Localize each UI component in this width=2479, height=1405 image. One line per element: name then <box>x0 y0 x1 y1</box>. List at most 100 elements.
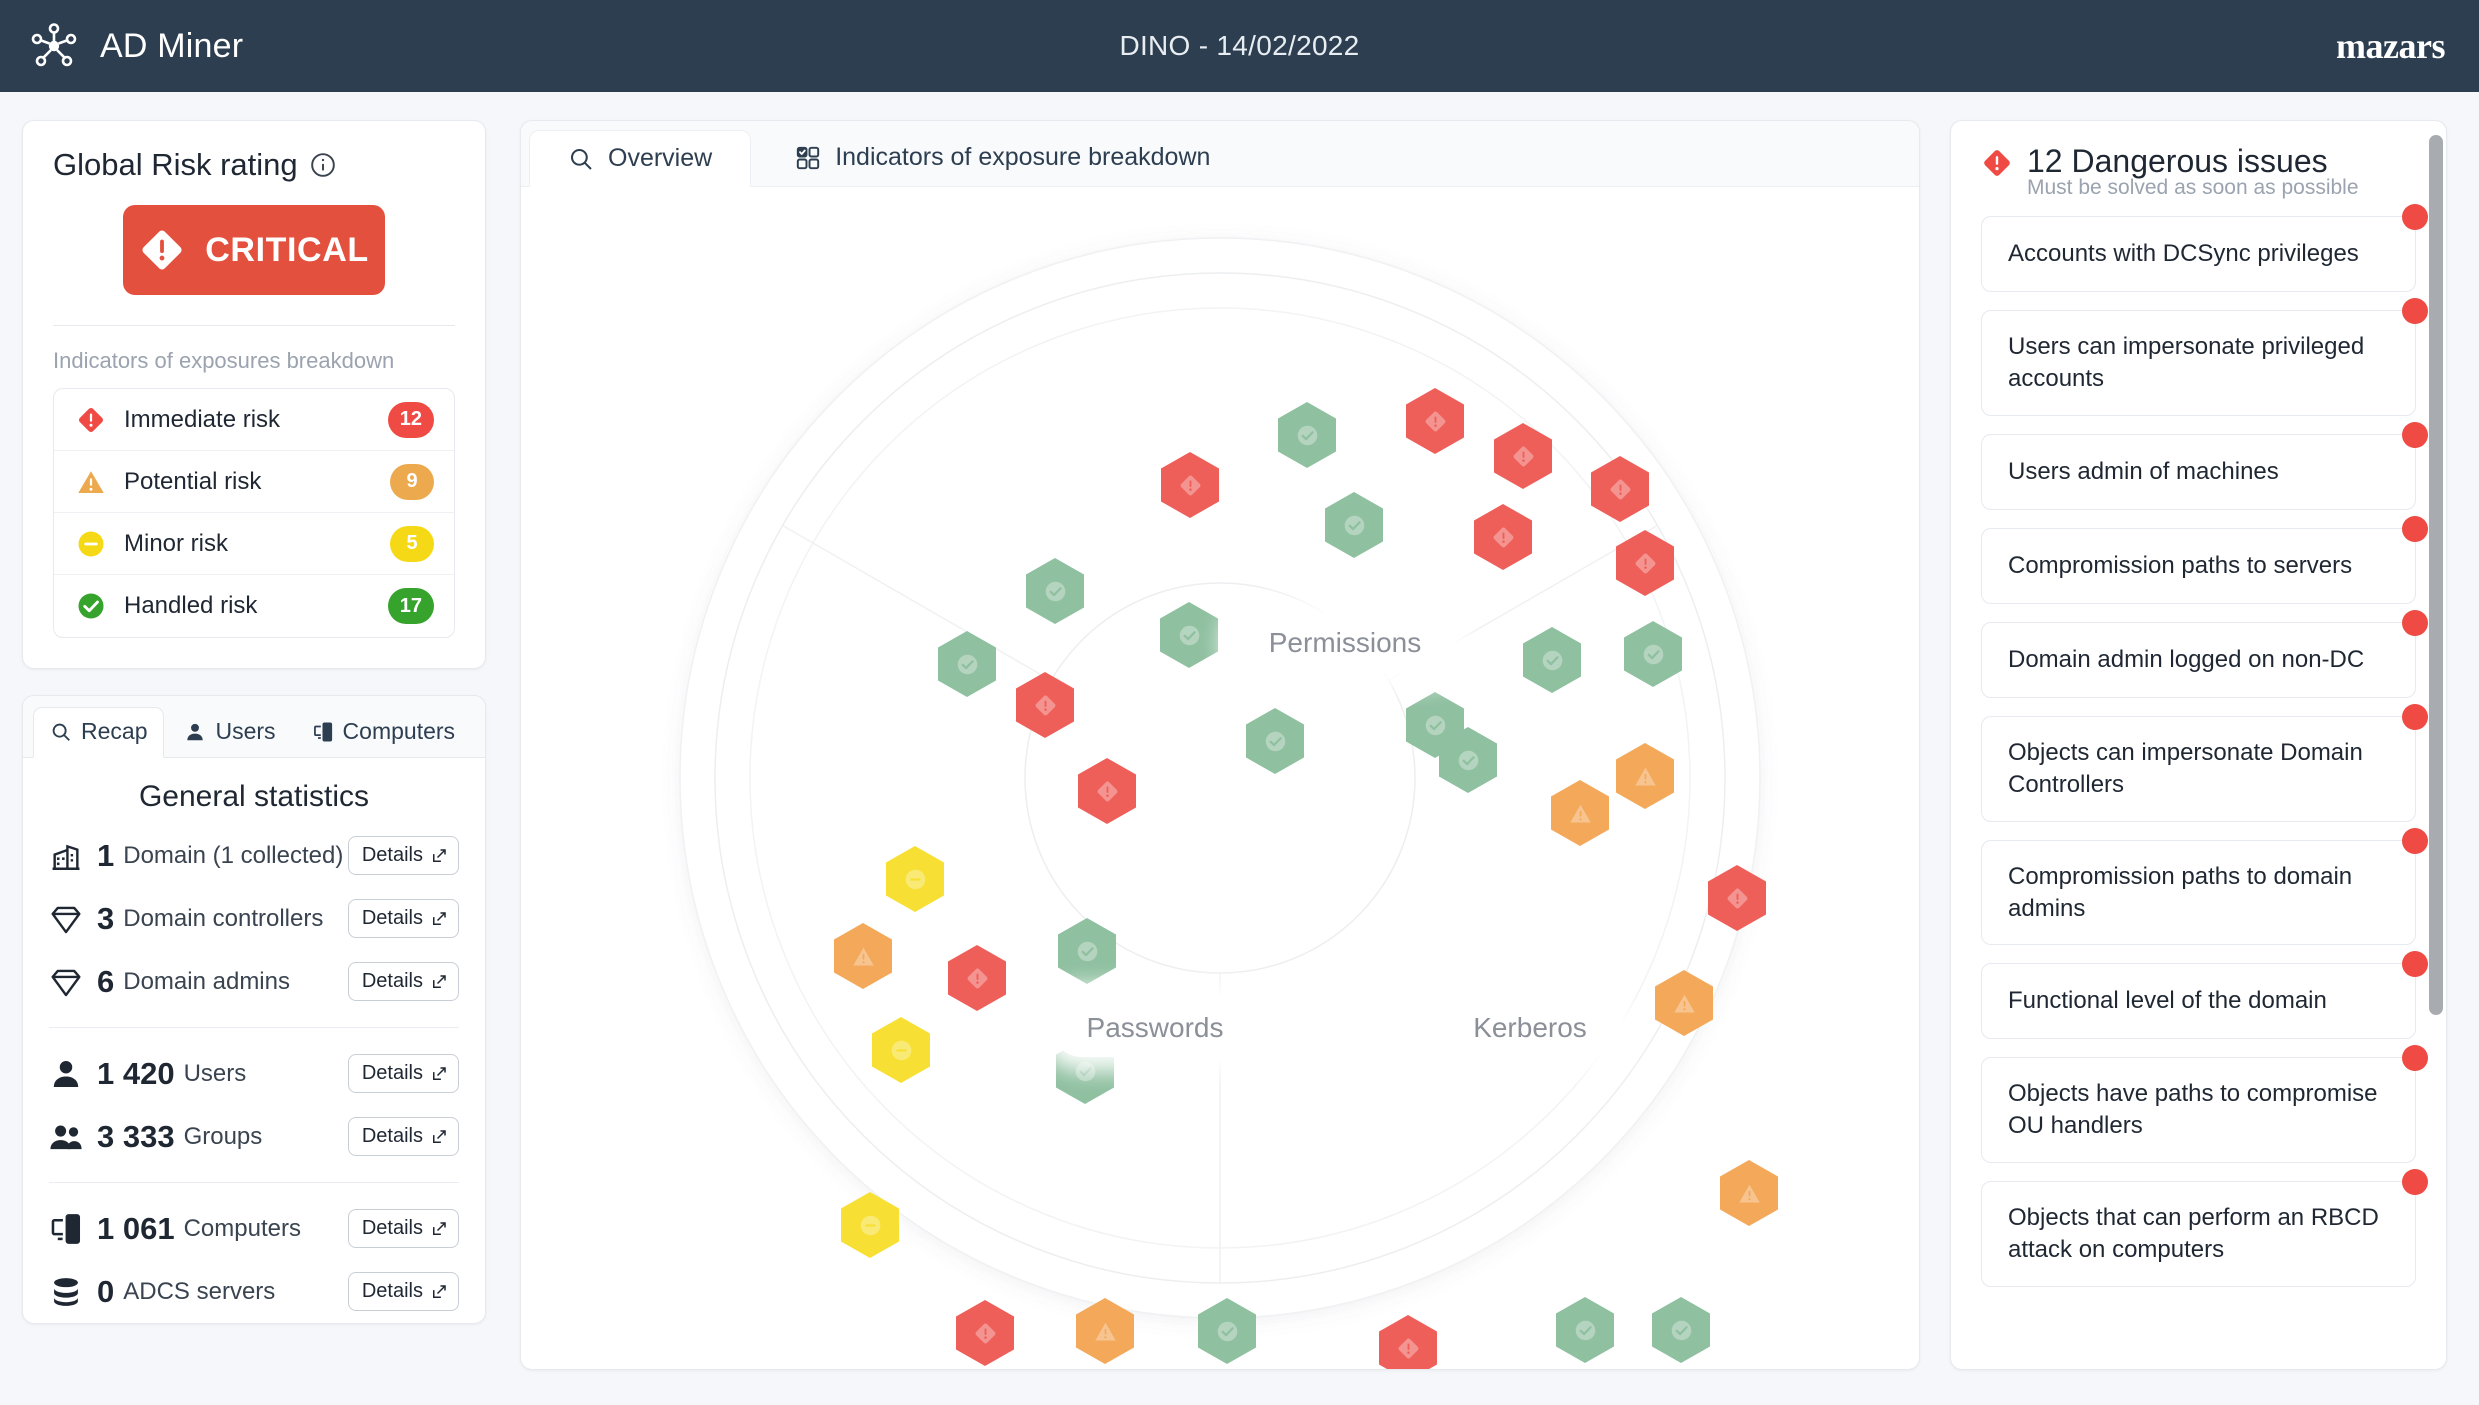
diamond-icon <box>49 965 83 999</box>
exposure-hex-handled[interactable] <box>938 631 996 697</box>
global-risk-label: CRITICAL <box>205 230 369 269</box>
exposure-hex-immediate[interactable] <box>956 1300 1014 1366</box>
issue-label: Compromission paths to servers <box>2008 551 2353 579</box>
potential-status-icon <box>1672 991 1697 1016</box>
risk-label: Immediate risk <box>124 405 281 433</box>
details-button[interactable]: Details <box>347 836 459 875</box>
tab-overview[interactable]: Overview <box>529 130 752 187</box>
issue-severity-dot <box>2402 204 2428 230</box>
issue-item[interactable]: Objects that can perform an RBCD attack … <box>1981 1169 2428 1288</box>
risk-title-row: Global Risk rating <box>53 147 455 183</box>
handled-status-icon <box>1423 713 1448 738</box>
main-tabs: Overview Indicators of exposure breakdow… <box>521 121 1919 187</box>
details-button[interactable]: Details <box>347 1209 459 1248</box>
issue-item[interactable]: Objects have paths to compromise OU hand… <box>1981 1045 2428 1164</box>
stat-value: 1 420 <box>97 1055 175 1091</box>
stat-value: 1 061 <box>97 1210 175 1246</box>
app-header: AD Miner DINO - 14/02/2022 mazars <box>0 0 2479 92</box>
details-button[interactable]: Details <box>347 962 459 1001</box>
tab-label: Overview <box>608 144 713 172</box>
potential-status-icon <box>851 944 876 969</box>
tab-computers[interactable]: Computers <box>296 707 471 758</box>
details-button[interactable]: Details <box>347 1117 459 1156</box>
immediate-status-icon <box>965 966 990 991</box>
sector-label-passwords[interactable]: Passwords <box>1052 999 1258 1057</box>
tab-indicators-breakdown[interactable]: Indicators of exposure breakdown <box>757 129 1248 186</box>
sector-label-permissions[interactable]: Permissions <box>1234 614 1456 672</box>
minor-status-icon <box>903 867 928 892</box>
issue-severity-dot <box>2402 609 2428 636</box>
external-link-icon <box>430 1220 448 1238</box>
risk-count-badge: 12 <box>387 401 434 438</box>
details-label: Details <box>361 1280 423 1302</box>
potential-status-icon <box>1568 801 1593 826</box>
exposure-hex-minor[interactable] <box>841 1192 899 1258</box>
issue-severity-dot <box>2402 1045 2428 1072</box>
details-button[interactable]: Details <box>347 1054 459 1093</box>
issue-label: Domain admin logged on non-DC <box>2008 645 2365 673</box>
external-link-icon <box>430 973 448 991</box>
search-icon <box>568 146 594 172</box>
issue-item[interactable]: Users can impersonate privileged account… <box>1981 298 2428 416</box>
risk-row-minor[interactable]: Minor risk 5 <box>54 513 454 575</box>
issue-item[interactable]: Objects can impersonate Domain Controlle… <box>1981 703 2428 822</box>
stat-label: Domain controllers <box>123 904 324 932</box>
issue-label: Compromission paths to domain admins <box>2008 862 2353 922</box>
details-label: Details <box>361 844 423 866</box>
immediate-status-icon <box>1725 886 1750 911</box>
risk-row-immediate[interactable]: Immediate risk 12 <box>54 389 454 451</box>
divider <box>49 1027 459 1028</box>
tab-users[interactable]: Users <box>168 707 291 758</box>
immediate-status-icon <box>1491 525 1516 550</box>
brand[interactable]: AD Miner <box>0 22 243 70</box>
external-link-icon <box>430 1283 448 1301</box>
risk-panel-title: Global Risk rating <box>53 147 298 182</box>
handled-status-icon <box>1641 642 1666 667</box>
issues-scrollbar[interactable] <box>2429 135 2443 1257</box>
users-icon <box>49 1120 83 1154</box>
stat-group-machines: 1 061 Computers Details 0 <box>23 1197 485 1323</box>
info-icon[interactable] <box>310 152 336 178</box>
sector-label-kerberos[interactable]: Kerberos <box>1439 999 1621 1057</box>
issue-item[interactable]: Compromission paths to servers <box>1981 515 2428 604</box>
stat-row: 3 Domain controllers Details <box>49 887 459 950</box>
computer-icon <box>312 721 334 743</box>
issue-label: Objects can impersonate Domain Controlle… <box>2008 738 2363 798</box>
handled-status-icon <box>955 652 980 677</box>
stat-group-domains: 1 Domain (1 collected) Details <box>23 824 485 1013</box>
tab-label: Recap <box>81 718 148 744</box>
issue-item[interactable]: Domain admin logged on non-DC <box>1981 609 2428 698</box>
exposure-hex-immediate[interactable] <box>948 945 1006 1011</box>
external-link-icon <box>430 1065 448 1083</box>
handled-status-icon <box>1540 648 1565 673</box>
issue-label: Functional level of the domain <box>2008 987 2327 1015</box>
grid-check-icon <box>795 145 821 171</box>
details-button[interactable]: Details <box>347 1272 459 1311</box>
issue-item[interactable]: Functional level of the domain <box>1981 951 2428 1040</box>
vendor-logo: mazars <box>2336 26 2445 66</box>
issue-severity-dot <box>2402 951 2428 978</box>
tab-recap[interactable]: Recap <box>33 707 165 758</box>
exposure-hex-minor[interactable] <box>872 1017 930 1083</box>
handled-status-icon <box>1342 513 1367 538</box>
risk-row-potential[interactable]: Potential risk 9 <box>54 451 454 513</box>
stat-row: 1 420 Users Details <box>49 1042 459 1105</box>
center-column: Overview Indicators of exposure breakdow… <box>520 120 1920 1370</box>
exposure-hex-minor[interactable] <box>886 846 944 912</box>
risk-row-handled[interactable]: Handled risk 17 <box>54 575 454 637</box>
details-button[interactable]: Details <box>347 899 459 938</box>
risk-label: Minor risk <box>124 529 229 557</box>
exposure-hex-potential[interactable] <box>834 923 892 989</box>
risk-count-badge: 9 <box>390 463 434 500</box>
stat-row: 1 061 Computers Details <box>49 1197 459 1260</box>
issue-item[interactable]: Users admin of machines <box>1981 421 2428 510</box>
details-label: Details <box>361 970 423 992</box>
issue-item[interactable]: Compromission paths to domain admins <box>1981 827 2428 946</box>
scrollbar-thumb[interactable] <box>2429 135 2443 1015</box>
issue-item[interactable]: Accounts with DCSync privileges <box>1981 204 2428 292</box>
network-graph-icon <box>30 22 78 70</box>
stat-value: 6 <box>97 963 115 999</box>
global-risk-badge[interactable]: CRITICAL <box>123 205 385 295</box>
risk-breakdown-list: Immediate risk 12 Potential risk 9 <box>53 388 455 638</box>
